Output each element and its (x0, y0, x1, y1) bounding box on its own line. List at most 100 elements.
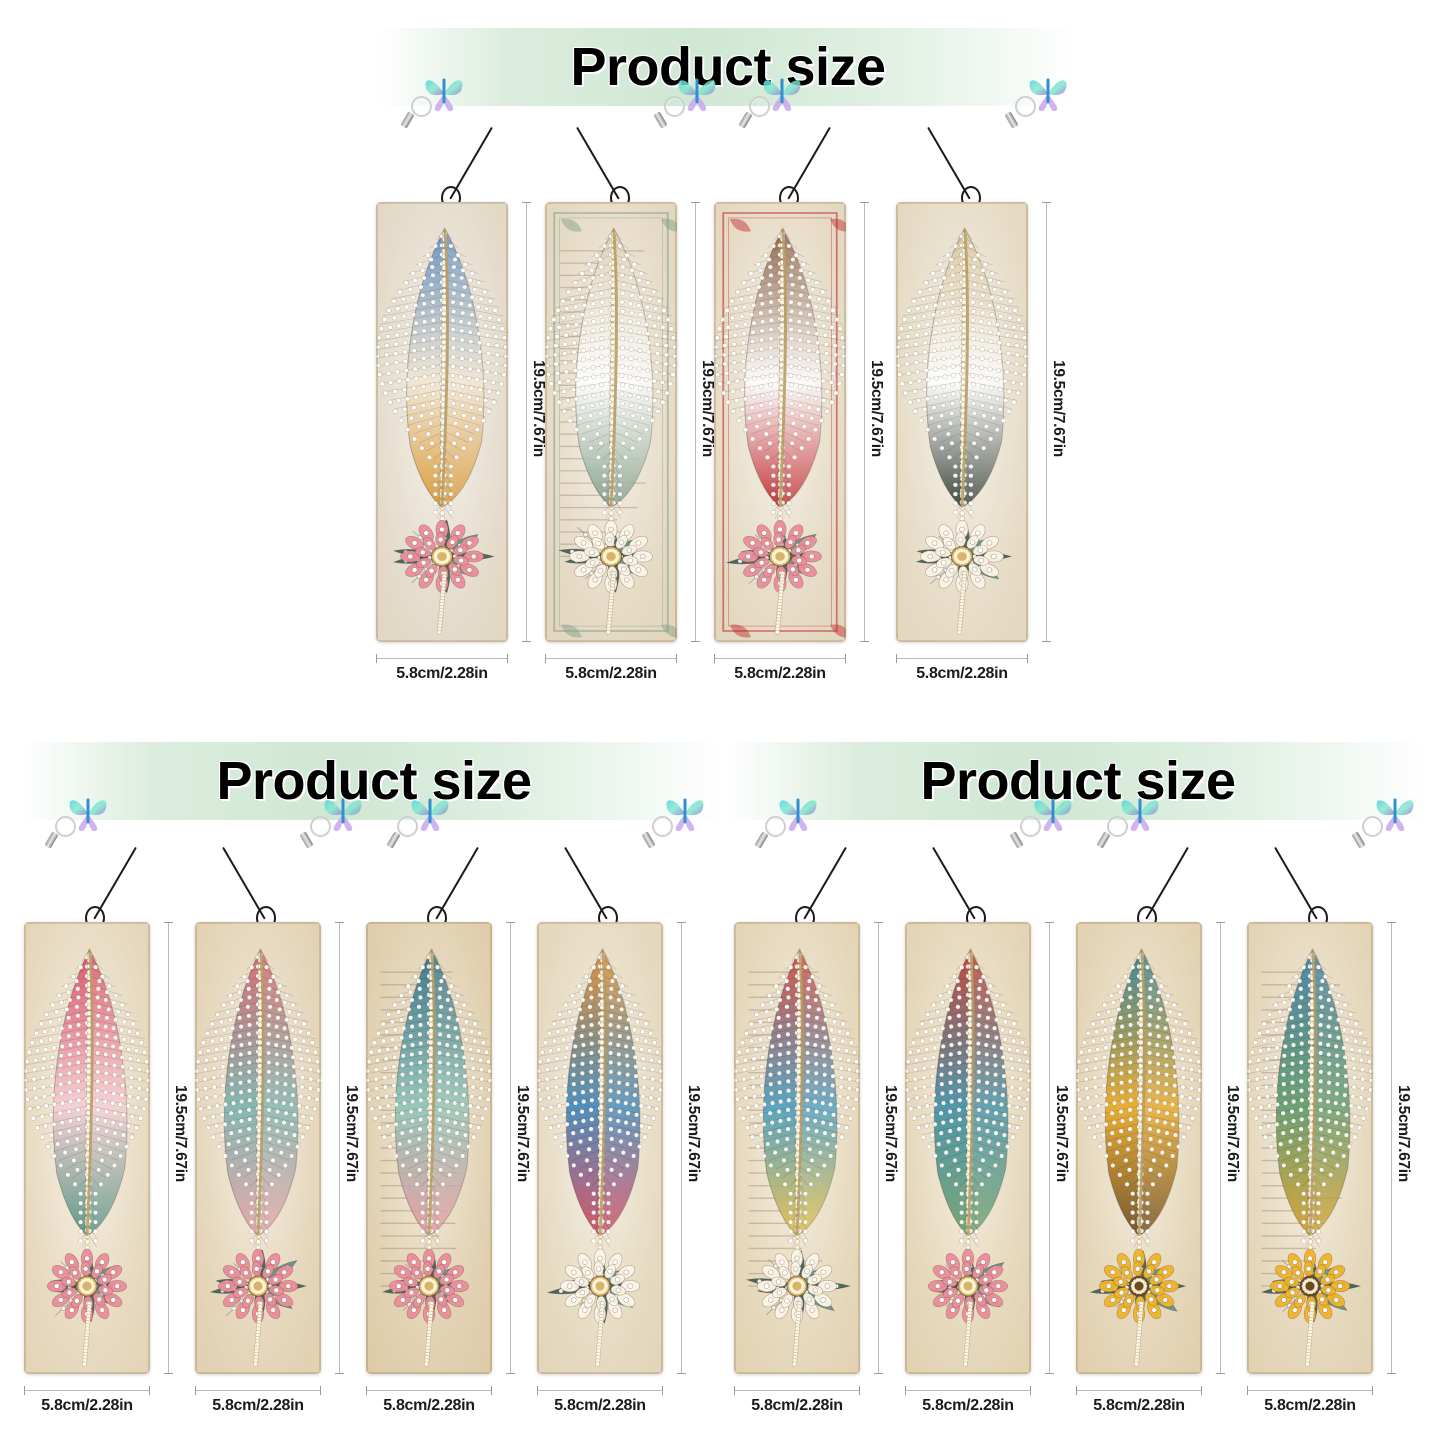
height-measure-tick-bottom (1387, 1373, 1396, 1374)
width-dimension-label: 5.8cm/2.28in (922, 1397, 1014, 1414)
height-measure-line (695, 202, 696, 642)
height-measure-tick-bottom (164, 1373, 173, 1374)
width-measure-line (714, 658, 846, 659)
bookmark-artwork (537, 922, 663, 1374)
bookmark-card[interactable] (376, 202, 508, 642)
width-measure-tick-left (734, 1386, 735, 1395)
height-dimension-label: 19.5cm/7.67in (685, 1084, 702, 1182)
width-measure-tick-right (859, 1386, 860, 1395)
width-measure-line (734, 1390, 860, 1391)
bookmark-artwork (1076, 922, 1202, 1374)
height-measure-tick-bottom (677, 1373, 686, 1374)
height-measure-line (1220, 922, 1221, 1374)
width-dimension-label: 5.8cm/2.28in (734, 665, 826, 682)
height-measure-tick-top (335, 922, 344, 923)
bookmark-card[interactable] (905, 922, 1031, 1374)
width-measure-line (195, 1390, 321, 1391)
height-dimension-label: 19.5cm/7.67in (1224, 1084, 1241, 1182)
bookmark-card[interactable] (537, 922, 663, 1374)
charm-crimp (754, 831, 769, 849)
bookmark-artwork (545, 202, 677, 642)
width-dimension-label: 5.8cm/2.28in (383, 1397, 475, 1414)
section-title: Product size (920, 751, 1236, 811)
height-dimension-label: 19.5cm/7.67in (1050, 360, 1067, 458)
width-measure-tick-right (491, 1386, 492, 1395)
width-dimension-label: 5.8cm/2.28in (41, 1397, 133, 1414)
width-measure-line (545, 658, 677, 659)
height-measure-line (1049, 922, 1050, 1374)
width-measure-tick-left (714, 654, 715, 663)
width-measure-line (1247, 1390, 1373, 1391)
charm-cord (222, 846, 267, 920)
height-measure-line (864, 202, 865, 642)
charm-crimp (641, 831, 656, 849)
bookmark-card[interactable] (714, 202, 846, 642)
width-measure-tick-right (662, 1386, 663, 1395)
height-measure-tick-top (164, 922, 173, 923)
section-banner-section-bottom-right: Product size (728, 742, 1428, 820)
height-measure-line (681, 922, 682, 1374)
section-banner-section-top: Product size (378, 28, 1078, 106)
width-measure-tick-right (1201, 1386, 1202, 1395)
height-dimension-label: 19.5cm/7.67in (514, 1084, 531, 1182)
width-measure-line (366, 1390, 492, 1391)
charm-cord (93, 846, 138, 920)
bookmark-artwork (734, 922, 860, 1374)
bookmark-card[interactable] (24, 922, 150, 1374)
width-measure-tick-left (905, 1386, 906, 1395)
bookmark-artwork (896, 202, 1028, 642)
bookmark-card[interactable] (1076, 922, 1202, 1374)
height-measure-tick-bottom (522, 641, 531, 642)
width-measure-line (537, 1390, 663, 1391)
height-measure-tick-bottom (1216, 1373, 1225, 1374)
width-measure-tick-left (195, 1386, 196, 1395)
bookmark-artwork (195, 922, 321, 1374)
height-measure-line (526, 202, 527, 642)
bookmark-artwork (1247, 922, 1373, 1374)
height-dimension-label: 19.5cm/7.67in (1395, 1084, 1412, 1182)
width-dimension-label: 5.8cm/2.28in (554, 1397, 646, 1414)
width-measure-tick-left (896, 654, 897, 663)
bookmark-card[interactable] (545, 202, 677, 642)
height-measure-tick-bottom (874, 1373, 883, 1374)
height-measure-line (510, 922, 511, 1374)
bookmark-card[interactable] (734, 922, 860, 1374)
bookmark-artwork (905, 922, 1031, 1374)
bookmark-card[interactable] (195, 922, 321, 1374)
bookmark-card[interactable] (896, 202, 1028, 642)
width-measure-tick-left (537, 1386, 538, 1395)
charm-cord (448, 126, 493, 200)
charm-crimp (738, 111, 753, 129)
height-measure-tick-top (522, 202, 531, 203)
bookmark-card[interactable] (366, 922, 492, 1374)
charm-cord (435, 846, 480, 920)
charm-cord (932, 846, 977, 920)
height-measure-tick-top (1045, 922, 1054, 923)
charm-cord (786, 126, 831, 200)
charm-crimp (1096, 831, 1111, 849)
width-measure-tick-right (320, 1386, 321, 1395)
section-title: Product size (570, 37, 886, 97)
height-measure-tick-top (677, 922, 686, 923)
width-measure-tick-right (507, 654, 508, 663)
bookmark-card[interactable] (1247, 922, 1373, 1374)
height-measure-tick-bottom (335, 1373, 344, 1374)
height-measure-tick-bottom (860, 641, 869, 642)
charm-crimp (653, 111, 668, 129)
height-measure-tick-bottom (691, 641, 700, 642)
width-measure-tick-left (24, 1386, 25, 1395)
bookmark-artwork (366, 922, 492, 1374)
width-measure-tick-left (1247, 1386, 1248, 1395)
width-dimension-label: 5.8cm/2.28in (1264, 1397, 1356, 1414)
height-measure-line (1391, 922, 1392, 1374)
height-dimension-label: 19.5cm/7.67in (868, 360, 885, 458)
width-measure-tick-right (1372, 1386, 1373, 1395)
height-measure-line (1046, 202, 1047, 642)
